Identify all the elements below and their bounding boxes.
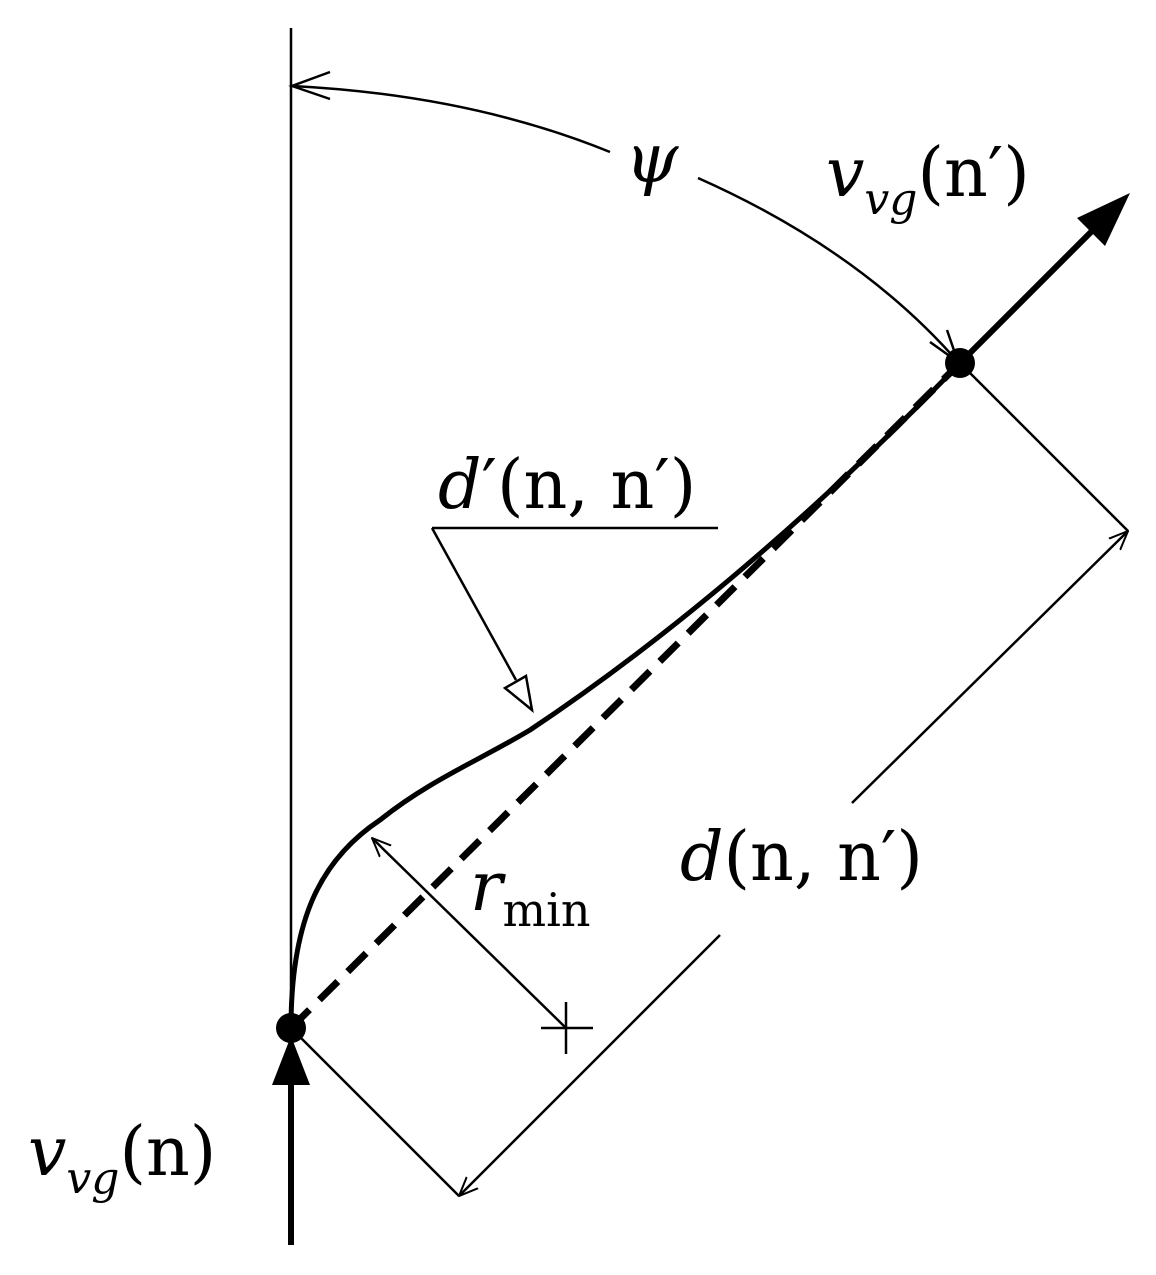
psi-label: ψ [625, 120, 679, 199]
end-velocity-label: vvg(n′) [826, 134, 1030, 225]
end-velocity-arrowhead [1077, 193, 1130, 246]
psi-arc-upper [291, 84, 611, 154]
d-dimension-upper [851, 531, 1128, 804]
psi-arc-lower [697, 176, 959, 363]
d-prime-label: d′(n, n′) [438, 446, 696, 525]
d-prime-leader [430, 527, 518, 681]
start-velocity-label: vvg(n) [28, 1113, 216, 1204]
d-dimension-lower [459, 934, 721, 1196]
psi-arrowhead-left [288, 70, 331, 101]
d-extension-start [290, 1027, 460, 1197]
d-label: d(n, n′) [680, 818, 923, 897]
d-extension-end [959, 362, 1129, 532]
end-velocity-shaft [957, 220, 1103, 366]
r-min-label: rmin [470, 848, 590, 937]
start-velocity-arrowhead [272, 1036, 310, 1085]
r-min-radius-line [372, 838, 567, 1029]
d-prime-hollow-arrowhead [502, 674, 534, 714]
curved-trajectory [288, 361, 962, 1029]
